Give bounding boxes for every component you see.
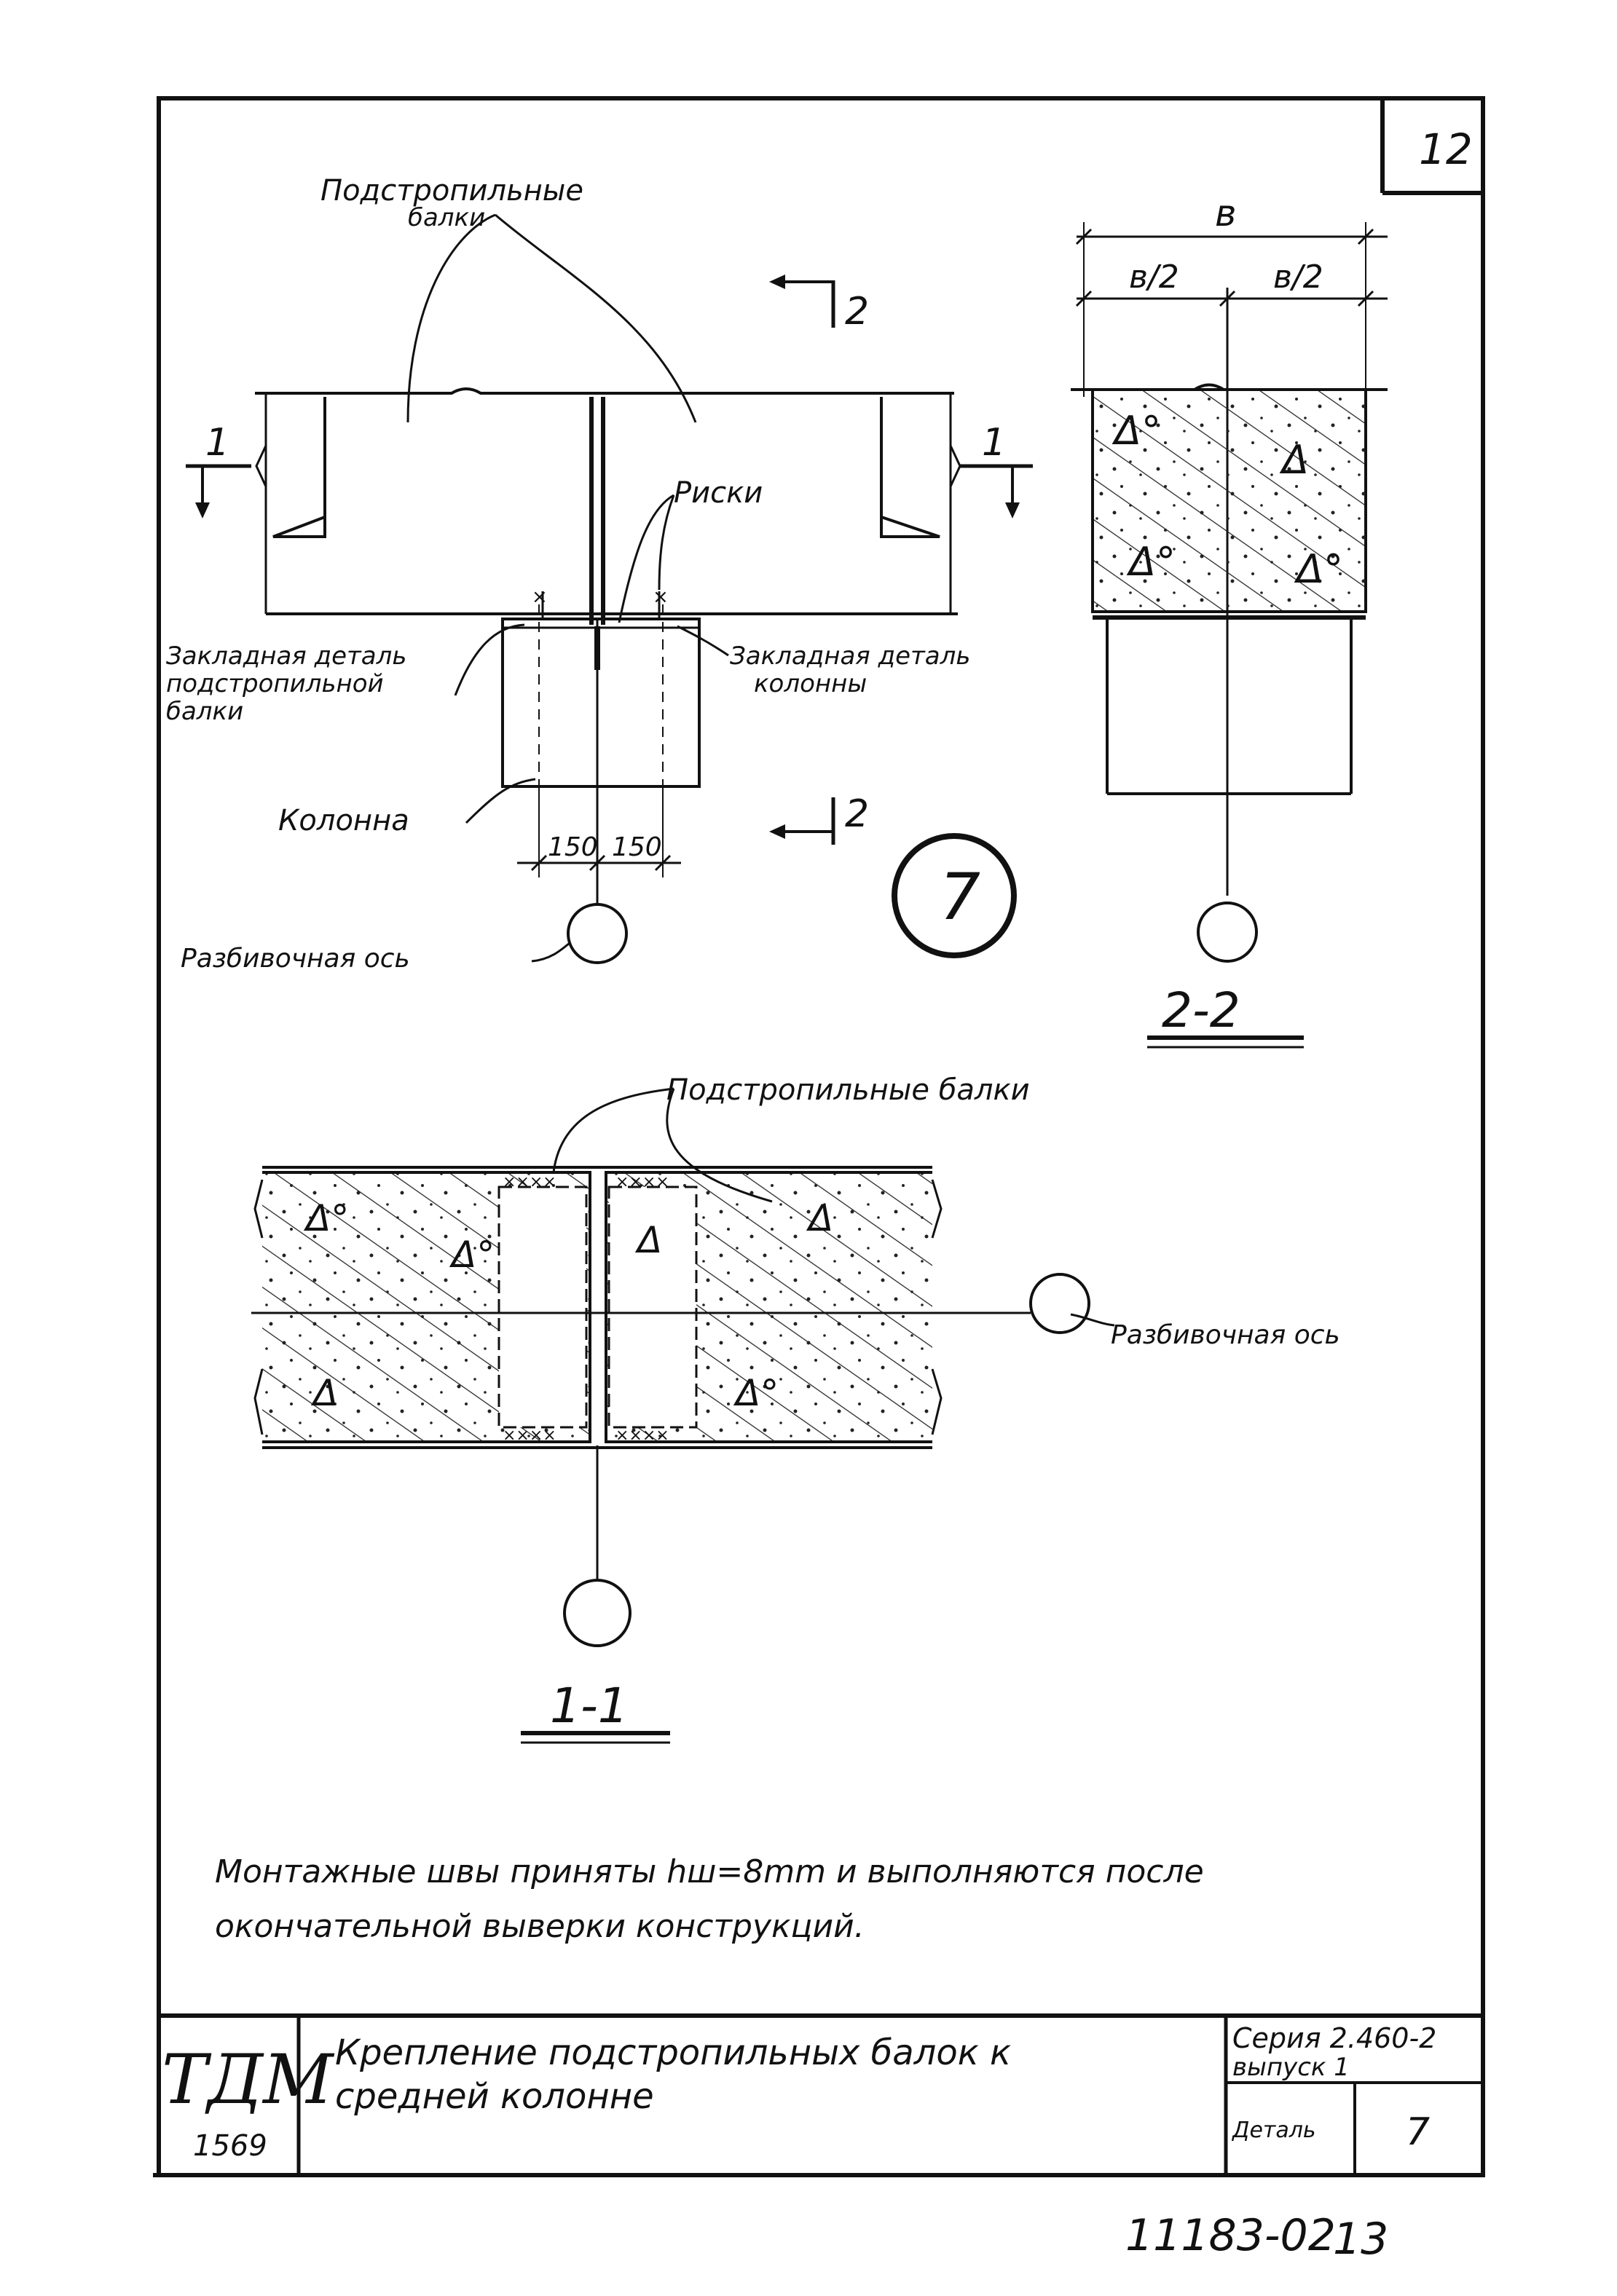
section-title-2-2: 2-2 — [1162, 982, 1240, 1038]
dim-width-b: в — [1215, 192, 1236, 234]
svg-text:1: 1 — [982, 421, 1006, 465]
detail-number-circle: 7 — [892, 833, 1017, 958]
drawing-title-line-1: Крепление подстропильных балок к — [335, 2032, 1011, 2073]
svg-text:7: 7 — [940, 859, 980, 934]
svg-text:××××: ×××× — [503, 1173, 556, 1191]
inventory-page: 13 — [1333, 2214, 1388, 2265]
series-line-2: выпуск 1 — [1232, 2053, 1350, 2082]
title-block — [153, 2016, 1483, 2177]
svg-text:Δ°: Δ° — [1294, 546, 1343, 592]
dim-half-right: 150 — [612, 832, 662, 862]
section-marker-1-right: 1 — [960, 421, 1033, 518]
detail-label: Деталь — [1231, 2118, 1316, 2143]
page-number: 12 — [1419, 125, 1473, 174]
svg-text:×: × — [653, 586, 669, 608]
title-block-code: 1569 — [193, 2129, 267, 2163]
section-marker-2-top: 2 — [769, 275, 869, 334]
section-1-1-view: ×××× ×××× ×××× ×××× Δ° Δ° Δ Δ Δ° Δ — [251, 1087, 1115, 1744]
svg-text:×: × — [532, 586, 548, 608]
svg-text:Δ: Δ — [634, 1219, 662, 1261]
svg-text:Δ: Δ — [310, 1372, 338, 1414]
label-rafter-beams-top-2: балки — [408, 203, 485, 232]
label-rafter-beams-top-1: Подстропильные — [320, 174, 583, 208]
svg-text:2: 2 — [845, 290, 869, 334]
drawing-title-line-2: средней колонне — [335, 2076, 654, 2117]
dim-half-left: 150 — [548, 832, 598, 862]
svg-text:Δ°: Δ° — [733, 1372, 779, 1414]
label-embedded-beam-1: Закладная деталь — [166, 642, 406, 671]
label-marks: Риски — [674, 476, 763, 510]
svg-text:2: 2 — [845, 792, 869, 836]
svg-text:Δ: Δ — [1279, 437, 1309, 483]
label-embedded-beam-2: подстропильной — [166, 669, 384, 698]
svg-text:Δ°: Δ° — [303, 1197, 349, 1239]
detail-value: 7 — [1406, 2110, 1430, 2154]
label-embedded-column-2: колонны — [754, 669, 867, 698]
label-rafter-beams-plan: Подстропильные балки — [666, 1073, 1030, 1107]
label-embedded-column-1: Закладная деталь — [730, 642, 970, 671]
svg-text:Δ°: Δ° — [1126, 539, 1176, 585]
elevation-view: × × — [255, 213, 961, 964]
section-marker-2-bottom: 2 — [769, 792, 869, 845]
label-layout-axis-left: Разбивочная ось — [181, 944, 410, 974]
note-line-1: Монтажные швы приняты hш=8mm и выполняют… — [215, 1853, 1204, 1890]
label-column: Колонна — [278, 804, 409, 837]
svg-text:××××: ×××× — [615, 1427, 669, 1445]
svg-text:××××: ×××× — [615, 1173, 669, 1191]
inventory-number: 11183-02 — [1125, 2210, 1336, 2261]
svg-text:Δ: Δ — [806, 1197, 833, 1239]
series-line-1: Серия 2.460-2 — [1232, 2022, 1436, 2054]
dim-half-b-right: в/2 — [1273, 259, 1323, 296]
dim-half-b-left: в/2 — [1129, 259, 1179, 296]
section-2-2-view: Δ° Δ Δ° Δ° — [1071, 222, 1388, 1049]
section-title-1-1: 1-1 — [550, 1678, 629, 1734]
svg-text:Δ°: Δ° — [449, 1234, 495, 1276]
label-embedded-beam-3: балки — [166, 697, 243, 726]
svg-text:1: 1 — [205, 421, 229, 465]
title-block-logo: ТДМ — [162, 2040, 335, 2120]
section-marker-1-left: 1 — [186, 421, 251, 518]
note-line-2: окончательной выверки конструкций. — [215, 1908, 865, 1945]
svg-text:××××: ×××× — [503, 1427, 556, 1445]
svg-text:Δ°: Δ° — [1112, 408, 1161, 454]
label-layout-axis-right: Разбивочная ось — [1111, 1320, 1340, 1350]
